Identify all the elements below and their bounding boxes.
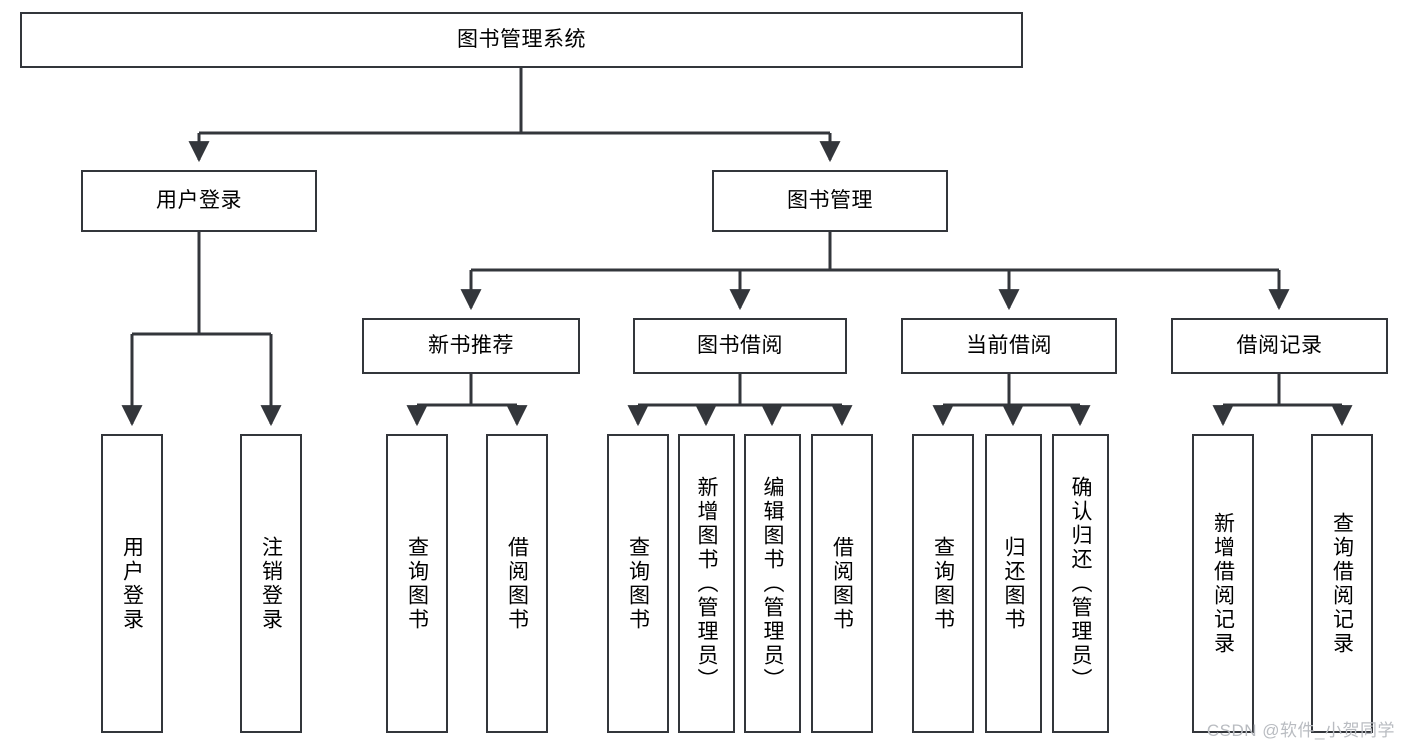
node-borrow-record[interactable]: 借阅记录	[1171, 318, 1388, 374]
node-leaf-logout[interactable]: 注销登录	[240, 434, 302, 733]
node-new-book-recommend[interactable]: 新书推荐	[362, 318, 580, 374]
node-leaf-add-book-label: 新增图书（管理员）	[695, 475, 718, 692]
node-user-login[interactable]: 用户登录	[81, 170, 317, 232]
node-leaf-query-book-2-label: 查询图书	[626, 535, 650, 632]
node-leaf-query-record-label: 查询借阅记录	[1330, 511, 1354, 656]
watermark: CSDN @软件_小贺同学	[1206, 721, 1395, 740]
node-leaf-borrow-book-1-label: 借阅图书	[505, 535, 529, 632]
node-borrow-record-label: 借阅记录	[1236, 333, 1323, 357]
node-leaf-user-login[interactable]: 用户登录	[101, 434, 163, 733]
node-root-label: 图书管理系统	[457, 27, 586, 51]
node-leaf-query-book-1-label: 查询图书	[405, 535, 429, 632]
node-leaf-borrow-book-1[interactable]: 借阅图书	[486, 434, 548, 733]
node-book-manage-label: 图书管理	[787, 188, 873, 212]
node-leaf-edit-book-label: 编辑图书（管理员）	[761, 475, 784, 692]
node-leaf-add-book[interactable]: 新增图书（管理员）	[678, 434, 735, 733]
node-leaf-user-login-label: 用户登录	[120, 535, 144, 632]
node-leaf-query-book-2[interactable]: 查询图书	[607, 434, 669, 733]
node-leaf-confirm-return-label: 确认归还（管理员）	[1069, 475, 1092, 692]
node-current-borrow-label: 当前借阅	[966, 333, 1052, 357]
node-book-borrow-label: 图书借阅	[697, 333, 783, 357]
node-leaf-logout-label: 注销登录	[259, 535, 283, 632]
node-leaf-query-book-3[interactable]: 查询图书	[912, 434, 974, 733]
node-leaf-return-book-label: 归还图书	[1002, 535, 1025, 632]
node-user-login-label: 用户登录	[156, 188, 242, 212]
node-leaf-query-book-1[interactable]: 查询图书	[386, 434, 448, 733]
node-book-manage[interactable]: 图书管理	[712, 170, 948, 232]
node-leaf-edit-book[interactable]: 编辑图书（管理员）	[744, 434, 801, 733]
node-leaf-borrow-book-2-label: 借阅图书	[830, 535, 854, 632]
node-new-book-recommend-label: 新书推荐	[428, 333, 514, 357]
node-root[interactable]: 图书管理系统	[20, 12, 1023, 68]
node-leaf-confirm-return[interactable]: 确认归还（管理员）	[1052, 434, 1109, 733]
node-leaf-return-book[interactable]: 归还图书	[985, 434, 1042, 733]
node-leaf-add-record-label: 新增借阅记录	[1211, 511, 1235, 656]
node-book-borrow[interactable]: 图书借阅	[633, 318, 847, 374]
node-current-borrow[interactable]: 当前借阅	[901, 318, 1117, 374]
node-leaf-query-book-3-label: 查询图书	[931, 535, 955, 632]
node-leaf-borrow-book-2[interactable]: 借阅图书	[811, 434, 873, 733]
node-leaf-query-record[interactable]: 查询借阅记录	[1311, 434, 1373, 733]
node-leaf-add-record[interactable]: 新增借阅记录	[1192, 434, 1254, 733]
